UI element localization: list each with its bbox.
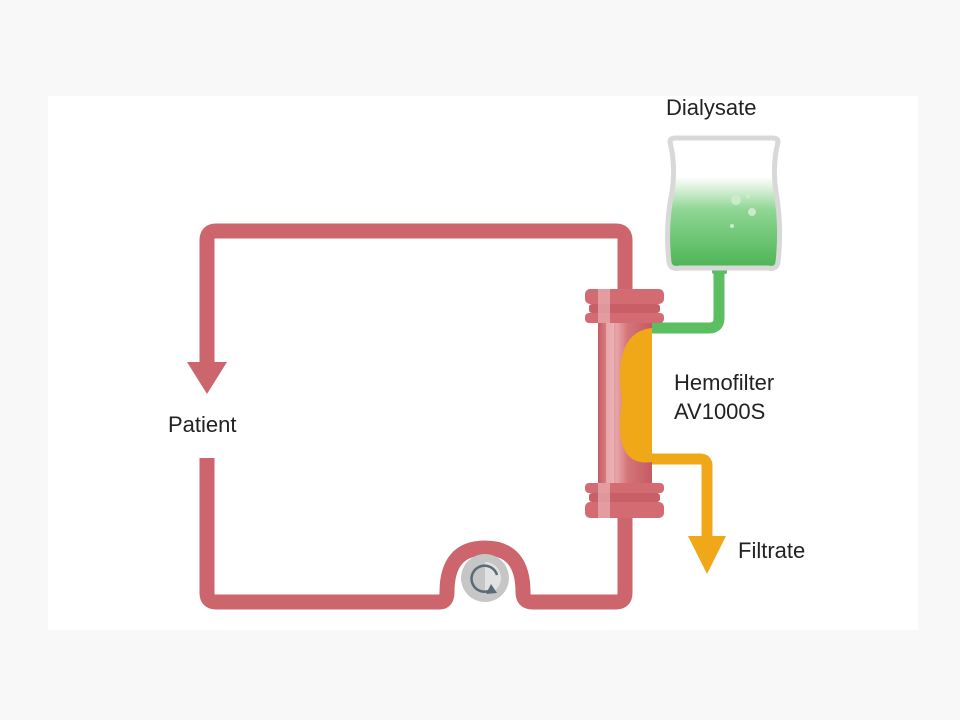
patient-label: Patient bbox=[168, 412, 237, 437]
hemofilter-model-label: AV1000S bbox=[674, 399, 765, 424]
rotary-pump-icon bbox=[461, 554, 509, 602]
diagram-canvas: Dialysate Patient Hemofilter AV1000S Fil… bbox=[48, 96, 918, 630]
blood-circuit-tube bbox=[199, 223, 633, 364]
dialysate-tube bbox=[652, 264, 725, 334]
filtrate-tube bbox=[652, 453, 713, 538]
dialysate-label: Dialysate bbox=[666, 96, 756, 120]
blood-return-tube bbox=[199, 458, 633, 610]
hemofilter bbox=[585, 289, 664, 518]
filtrate-flow-arrow-icon bbox=[688, 536, 726, 574]
hemofilter-label: Hemofilter bbox=[674, 370, 774, 395]
filtrate-label: Filtrate bbox=[738, 538, 805, 563]
dialysate-bag bbox=[665, 135, 783, 274]
hemofiltration-diagram: Dialysate Patient Hemofilter AV1000S Fil… bbox=[168, 96, 805, 610]
patient-flow-arrow-icon bbox=[187, 362, 227, 394]
